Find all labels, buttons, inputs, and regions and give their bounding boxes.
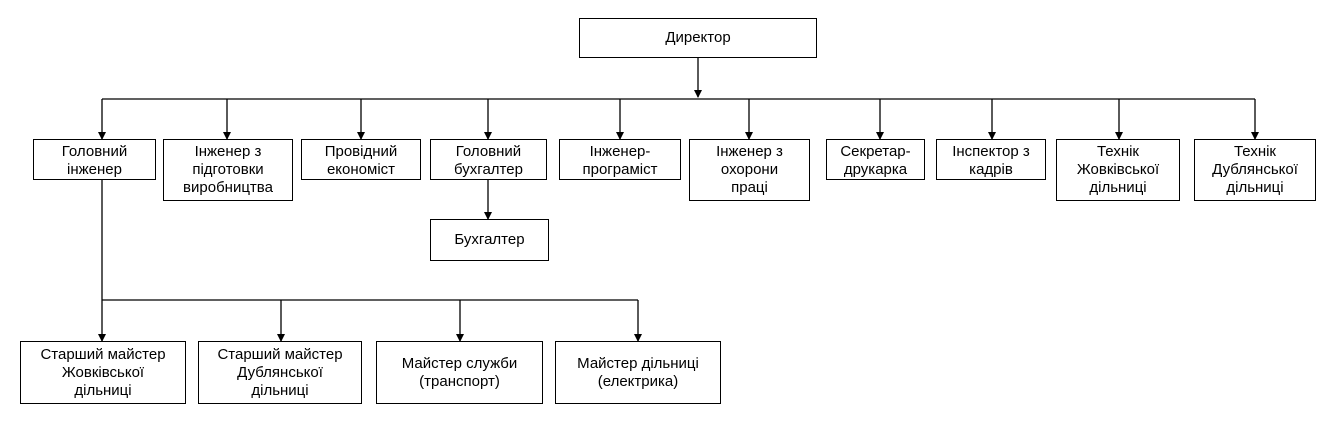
senior-master-zhovkva-box: Старший майстер Жовківської дільниці	[20, 341, 186, 404]
electric-master-label: Майстер дільниці (електрика)	[577, 354, 699, 390]
technician-zhovkva-box: Технік Жовківської дільниці	[1056, 139, 1180, 201]
programmer-box: Інженер- програміст	[559, 139, 681, 180]
accountant-label: Бухгалтер	[454, 231, 525, 248]
hr-inspector-box: Інспектор з кадрів	[936, 139, 1046, 180]
hr-inspector-label: Інспектор з кадрів	[952, 143, 1030, 178]
technician-zhovkva-label: Технік Жовківської дільниці	[1076, 143, 1160, 196]
technician-dublyany-label: Технік Дублянської дільниці	[1212, 143, 1298, 196]
transport-master-label: Майстер служби (транспорт)	[401, 354, 518, 390]
chief-accountant-label: Головний бухгалтер	[454, 143, 523, 178]
safety-engineer-label: Інженер з охорони праці	[716, 143, 783, 196]
production-engineer-label: Інженер з підготовки виробництва	[183, 143, 273, 196]
technician-dublyany-box: Технік Дублянської дільниці	[1194, 139, 1316, 201]
senior-master-dublyany-label: Старший майстер Дублянської дільниці	[217, 345, 343, 399]
accountant-box: Бухгалтер	[430, 219, 549, 261]
chief-engineer-label: Головний інженер	[61, 143, 128, 178]
economist-box: Провідний економіст	[301, 139, 421, 180]
economist-label: Провідний економіст	[324, 143, 398, 178]
director-label: Директор	[665, 29, 731, 46]
senior-master-dublyany-box: Старший майстер Дублянської дільниці	[198, 341, 362, 404]
chief-accountant-box: Головний бухгалтер	[430, 139, 547, 180]
electric-master-box: Майстер дільниці (електрика)	[555, 341, 721, 404]
secretary-label: Секретар- друкарка	[840, 143, 911, 178]
director-box: Директор	[579, 18, 817, 58]
production-engineer-box: Інженер з підготовки виробництва	[163, 139, 293, 201]
chief-engineer-box: Головний інженер	[33, 139, 156, 180]
secretary-box: Секретар- друкарка	[826, 139, 925, 180]
transport-master-box: Майстер служби (транспорт)	[376, 341, 543, 404]
programmer-label: Інженер- програміст	[582, 143, 658, 178]
safety-engineer-box: Інженер з охорони праці	[689, 139, 810, 201]
senior-master-zhovkva-label: Старший майстер Жовківської дільниці	[40, 345, 166, 399]
